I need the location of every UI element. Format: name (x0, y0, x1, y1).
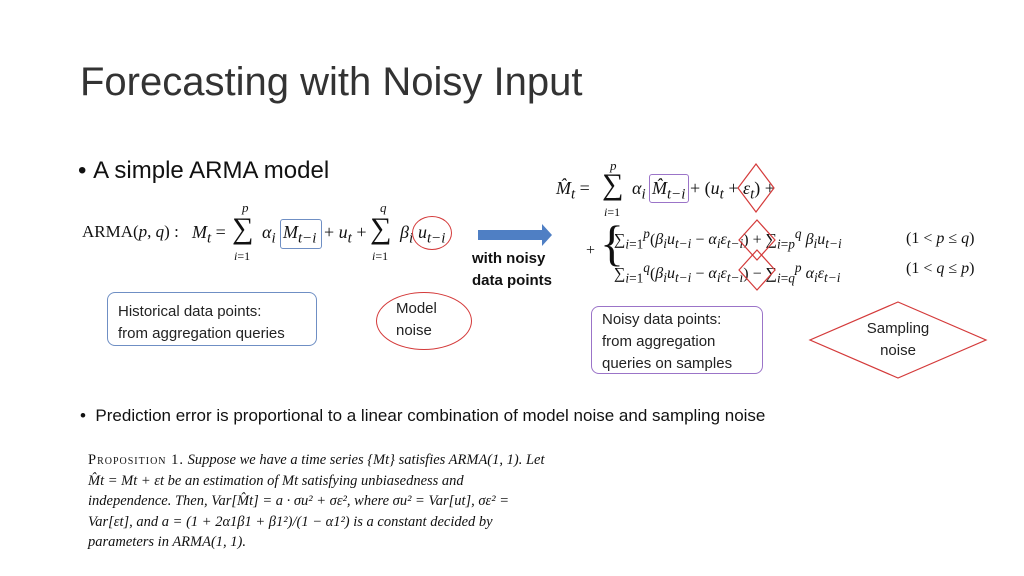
model-noise-line1: Model (396, 300, 437, 317)
noisy-data-callout: Noisy data points: from aggregation quer… (591, 306, 763, 374)
epsilon-diamond-3 (738, 249, 776, 291)
bullet-prediction-error: • Prediction error is proportional to a … (80, 406, 765, 426)
bullet-arma: • A simple ARMA model (78, 157, 329, 185)
bullet-dot: • (80, 406, 96, 425)
noisy-line1: Noisy data points: (602, 311, 722, 328)
case2-condition: (1 < q ≤ p) (906, 260, 975, 277)
ut-i-ellipse (412, 216, 452, 250)
arma-lhs: ARMA(p, q) : (82, 222, 179, 241)
sampling-line1: Sampling (866, 320, 930, 337)
arrow-label-line2: data points (472, 272, 553, 289)
model-noise-label: Model noise (396, 298, 437, 342)
proposition-heading: Proposition 1. (88, 452, 185, 468)
model-noise-ellipse (376, 292, 472, 350)
sampling-noise-diamond (808, 301, 988, 379)
arma-equation: ARMA(p, q) : Mt = p ∑ i=1 αi Mt−i + ut +… (82, 200, 462, 268)
historical-line1: Historical data points: (118, 303, 262, 320)
historical-data-callout: Historical data points: from aggregation… (107, 292, 317, 346)
noisy-line3: queries on samples (602, 355, 733, 372)
epsilon-diamond-2 (738, 219, 776, 261)
model-noise-line2: noise (396, 322, 432, 339)
proposition-block: Proposition 1. Suppose we have a time se… (88, 450, 548, 553)
proposition-text: Suppose we have a time series {Mt} satis… (88, 452, 545, 550)
bullet-dot: • (78, 157, 94, 184)
case1-condition: (1 < p ≤ q) (906, 230, 975, 247)
bullet-prediction-text: Prediction error is proportional to a li… (95, 406, 766, 425)
mhat-t-i-highlight (649, 174, 689, 203)
right-arrow-icon (478, 224, 552, 246)
arrow-label-line1: with noisy (472, 250, 546, 267)
sampling-line2: noise (880, 342, 916, 359)
bullet-arma-text: A simple ARMA model (93, 157, 330, 184)
epsilon-diamond-1 (737, 163, 775, 213)
arrow-label: with noisy data points (472, 248, 552, 292)
sampling-noise-label: Sampling noise (850, 318, 946, 362)
noisy-line2: from aggregation (602, 333, 716, 350)
slide-title: Forecasting with Noisy Input (80, 60, 583, 104)
historical-line2: from aggregation queries (118, 325, 285, 342)
noisy-equation: M̂t = p ∑ i=1 αi M̂t−i + (ut + εt) + + {… (556, 158, 975, 286)
mt-i-highlight (280, 219, 322, 249)
